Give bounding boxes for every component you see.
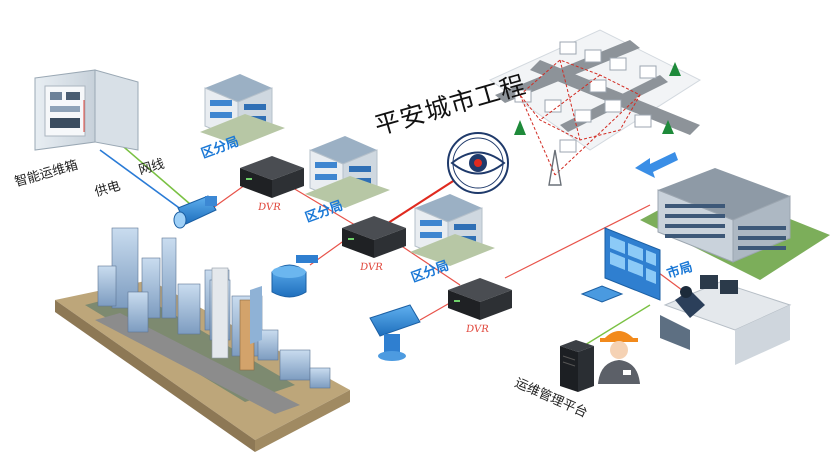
link-dvr3-city (504, 204, 651, 279)
eye-icon (447, 132, 509, 194)
dome-camera (271, 255, 318, 298)
engineer-avatar (598, 331, 640, 384)
dvr-label-1: DVR (257, 202, 282, 213)
smart-cabinet (34, 69, 139, 151)
district-building-2 (305, 136, 390, 208)
dvr-device-2 (342, 216, 406, 258)
link-dvr1-dvr2 (287, 184, 356, 226)
server-tower (560, 340, 594, 392)
link-server-screen (584, 304, 651, 346)
network-cable (117, 141, 191, 205)
control-pad (580, 285, 624, 303)
operator-desk (660, 275, 792, 365)
district-building-3 (410, 194, 495, 266)
city-map (488, 29, 702, 186)
link-dvr2-dvr3 (399, 244, 461, 286)
dvr-device-1 (240, 156, 304, 198)
video-wall (604, 227, 661, 301)
district-building-1 (200, 74, 285, 146)
ptz-camera (369, 304, 421, 361)
dvr-device-3 (448, 278, 512, 320)
bullet-camera (173, 195, 217, 229)
dvr-label-2: DVR (359, 262, 384, 273)
arrow-icon (635, 152, 678, 178)
dvr-label-3: DVR (465, 324, 490, 335)
city-bureau-building (640, 168, 830, 280)
city-skyline (55, 227, 350, 452)
power-cable (99, 149, 183, 211)
